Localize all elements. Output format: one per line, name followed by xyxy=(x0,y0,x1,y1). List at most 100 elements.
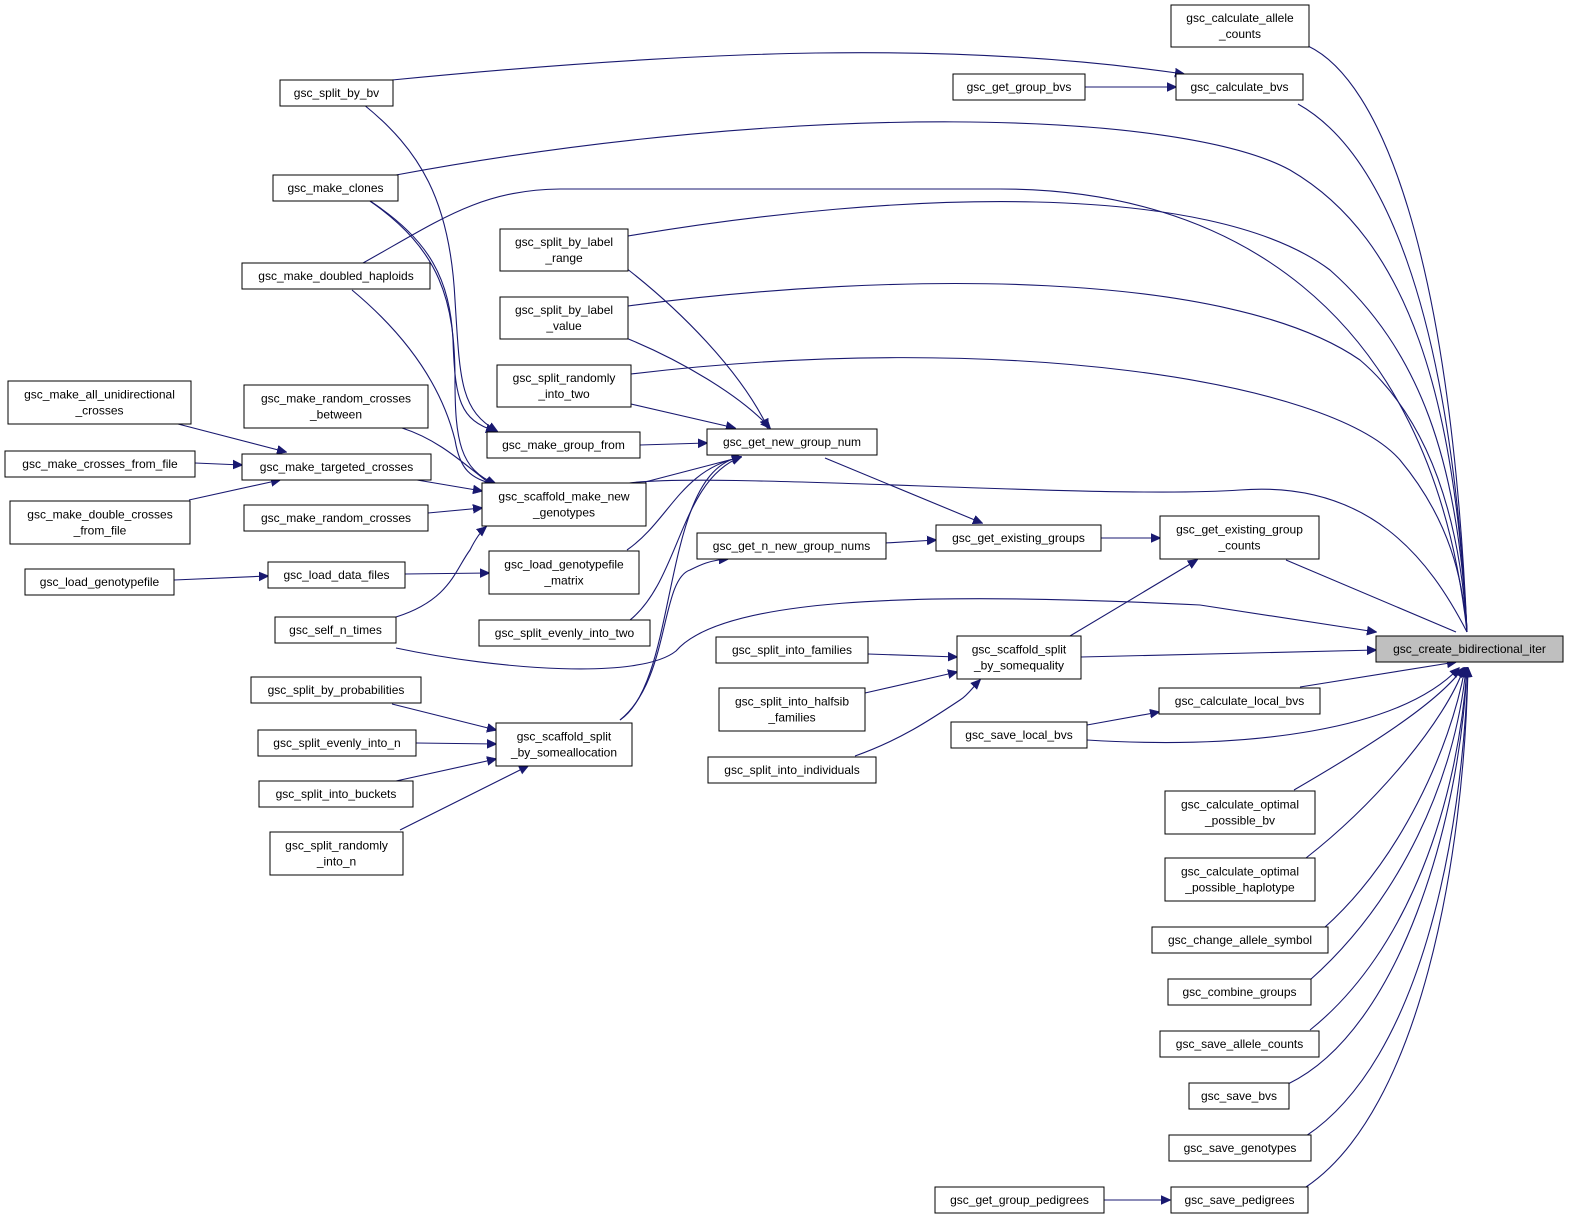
node-split-even-n[interactable]: gsc_split_evenly_into_n xyxy=(257,729,417,757)
edge-scaffold-someq-to-counts xyxy=(1069,560,1197,637)
node-get-new-group-num[interactable]: gsc_get_new_group_num xyxy=(706,428,878,456)
node-label: gsc_get_n_new_group_nums xyxy=(713,539,870,553)
node-split-rand-n[interactable]: gsc_split_randomly _into_n xyxy=(269,831,404,876)
edge-split-label-range-to-get-new-num xyxy=(625,267,768,428)
edge-save-local-bvs-to-calc-local-bvs xyxy=(1086,712,1159,726)
node-get-group-bvs[interactable]: gsc_get_group_bvs xyxy=(952,73,1086,101)
node-save-allele-counts[interactable]: gsc_save_allele_counts xyxy=(1159,1030,1320,1058)
node-box xyxy=(1168,1134,1312,1162)
node-load-data-files[interactable]: gsc_load_data_files xyxy=(267,561,406,589)
node-calc-opt-haplo[interactable]: gsc_calculate_optimal_possible_haplotype xyxy=(1164,857,1316,902)
node-label: gsc_load_genotypefile xyxy=(504,558,624,572)
node-make-all-uni[interactable]: gsc_make_all_unidirectional_crosses xyxy=(7,380,192,425)
node-save-local-bvs[interactable]: gsc_save_local_bvs xyxy=(950,721,1088,749)
node-combine-groups[interactable]: gsc_combine_groups xyxy=(1167,978,1312,1006)
node-label: gsc_scaffold_split xyxy=(972,643,1067,657)
node-label: _between xyxy=(309,408,362,422)
node-calc-bvs[interactable]: gsc_calculate_bvs xyxy=(1175,73,1304,101)
node-box xyxy=(495,722,633,767)
node-label: gsc_save_pedigrees xyxy=(1184,1193,1294,1207)
node-box xyxy=(481,482,647,527)
node-get-existing-counts[interactable]: gsc_get_existing_group_counts xyxy=(1159,515,1320,560)
node-split-label-range[interactable]: gsc_split_by_label_range xyxy=(499,228,629,272)
node-split-rand-two[interactable]: gsc_split_randomly_into_two xyxy=(496,364,632,408)
node-box xyxy=(718,687,866,732)
edge-make-rand-crosses-to-scaffold-new-geno xyxy=(427,508,482,513)
node-label: _into_n xyxy=(316,855,356,869)
node-box xyxy=(715,636,869,664)
node-label: _genotypes xyxy=(532,506,595,520)
node-make-crosses-file[interactable]: gsc_make_crosses_from_file xyxy=(4,450,196,478)
node-split-label-value[interactable]: gsc_split_by_label _value xyxy=(499,296,629,340)
node-label: gsc_get_existing_group xyxy=(1176,523,1303,537)
node-save-bvs[interactable]: gsc_save_bvs xyxy=(1188,1082,1290,1110)
node-make-rand-crosses[interactable]: gsc_make_random_crosses xyxy=(243,504,429,532)
node-split-buckets[interactable]: gsc_split_into_buckets xyxy=(258,780,414,808)
node-box xyxy=(1159,1030,1320,1058)
node-split-individuals[interactable]: gsc_split_into_individuals xyxy=(707,756,877,784)
node-self-n-times[interactable]: gsc_self_n_times xyxy=(274,616,397,644)
node-save-genotypes[interactable]: gsc_save_genotypes xyxy=(1168,1134,1312,1162)
node-scaffold-somealloc[interactable]: gsc_scaffold_split_by_someallocation xyxy=(495,722,633,767)
node-make-group-from[interactable]: gsc_make_group_from xyxy=(486,431,641,459)
node-label: _by_somequality xyxy=(973,659,1064,673)
node-change-allele[interactable]: gsc_change_allele_symbol xyxy=(1151,926,1329,954)
node-scaffold-someq[interactable]: gsc_scaffold_split _by_somequality xyxy=(956,635,1082,680)
node-make-double-file[interactable]: gsc_make_double_crosses_from_file xyxy=(9,500,191,545)
edge-make-rand-between-to-scaffold-new-geno xyxy=(401,427,493,486)
node-box xyxy=(706,428,878,456)
node-box xyxy=(243,504,429,532)
node-box xyxy=(499,228,629,272)
node-scaffold-new-geno[interactable]: gsc_scaffold_make_new_genotypes xyxy=(481,482,647,527)
node-split-even-two[interactable]: gsc_split_evenly_into_two xyxy=(478,619,651,647)
node-label: gsc_calculate_allele xyxy=(1186,11,1294,25)
node-make-dh[interactable]: gsc_make_doubled_haploids xyxy=(241,262,431,290)
edge-split-families-to-scaffold-someq xyxy=(867,654,957,657)
node-label: gsc_make_double_crosses xyxy=(27,508,172,522)
node-box xyxy=(1164,790,1316,835)
node-calc-allele-counts[interactable]: gsc_calculate_allele _counts xyxy=(1170,4,1310,48)
edge-save-local-bvs-to-create-bidir xyxy=(1086,668,1459,743)
edge-split-halfsib-to-scaffold-someq xyxy=(864,672,957,694)
node-load-geno-file[interactable]: gsc_load_genotypefile xyxy=(24,568,175,596)
node-calc-local-bvs[interactable]: gsc_calculate_local_bvs xyxy=(1158,687,1321,715)
node-label: _value xyxy=(545,319,582,333)
node-get-existing-groups[interactable]: gsc_get_existing_groups xyxy=(935,524,1102,552)
node-label: _families xyxy=(767,711,815,725)
node-label: gsc_save_bvs xyxy=(1201,1089,1277,1103)
edge-split-label-value-to-create-bidir xyxy=(627,282,1468,633)
node-label: gsc_scaffold_split xyxy=(517,730,612,744)
node-label: gsc_split_into_families xyxy=(732,643,852,657)
node-label: gsc_split_by_label xyxy=(515,303,613,317)
node-box xyxy=(956,635,1082,680)
node-split-halfsib[interactable]: gsc_split_into_halfsib_families xyxy=(718,687,866,732)
node-calc-opt-bv[interactable]: gsc_calculate_optimal_possible_bv xyxy=(1164,790,1316,835)
node-get-n-new-nums[interactable]: gsc_get_n_new_group_nums xyxy=(696,532,887,560)
node-save-pedigrees[interactable]: gsc_save_pedigrees xyxy=(1170,1186,1309,1214)
edge-split-by-bv-to-make-group-from xyxy=(362,103,497,431)
edge-load-geno-file-to-load-data-files xyxy=(173,576,268,580)
node-create-bidir[interactable]: gsc_create_bidirectional_iter xyxy=(1375,635,1564,663)
node-label: gsc_calculate_bvs xyxy=(1190,80,1288,94)
node-label: gsc_save_allele_counts xyxy=(1176,1037,1303,1051)
node-split-families[interactable]: gsc_split_into_families xyxy=(715,636,869,664)
node-label: gsc_split_randomly xyxy=(285,839,388,853)
node-box xyxy=(258,780,414,808)
node-make-targeted[interactable]: gsc_make_targeted_crosses xyxy=(241,453,432,481)
edge-split-even-two-to-get-new-num xyxy=(629,457,741,621)
edges-layer xyxy=(173,45,1468,1200)
node-split-by-bv[interactable]: gsc_split_by_bv xyxy=(279,79,394,107)
node-split-probs[interactable]: gsc_split_by_probabilities xyxy=(250,676,422,704)
node-box xyxy=(250,676,422,704)
node-get-group-pedigrees[interactable]: gsc_get_group_pedigrees xyxy=(934,1186,1105,1214)
node-label: _possible_bv xyxy=(1204,814,1275,828)
node-box xyxy=(707,756,877,784)
node-box xyxy=(1167,978,1312,1006)
edge-change-allele-to-create-bidir xyxy=(1323,668,1465,929)
node-make-rand-between[interactable]: gsc_make_random_crosses_between xyxy=(243,384,429,429)
node-make-clones[interactable]: gsc_make_clones xyxy=(272,174,399,202)
node-load-geno-matrix[interactable]: gsc_load_genotypefile_matrix xyxy=(488,550,640,595)
node-label: gsc_split_into_buckets xyxy=(276,787,397,801)
edge-split-label-value-to-get-new-num xyxy=(625,337,770,428)
node-label: _counts xyxy=(1218,27,1261,41)
